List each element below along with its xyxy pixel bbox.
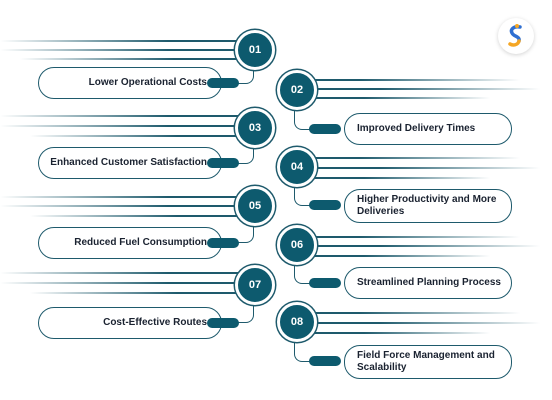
decor-line <box>310 177 490 179</box>
connector-pill <box>207 318 239 328</box>
connector-pill <box>309 200 341 210</box>
step-box-08: Field Force Management and Scalability <box>344 345 512 379</box>
decor-line <box>290 79 520 81</box>
step-number: 07 <box>248 279 262 291</box>
step-box-05: Reduced Fuel Consumption <box>38 227 222 259</box>
brand-logo <box>498 18 534 54</box>
decor-line <box>0 49 240 51</box>
connector-pill <box>207 78 239 88</box>
step-number: 02 <box>290 84 304 96</box>
decor-line <box>0 40 240 42</box>
step-circle-02: 02 <box>277 70 317 110</box>
step-number: 03 <box>248 122 262 134</box>
step-label: Reduced Fuel Consumption <box>74 237 207 248</box>
step-circle-04: 04 <box>277 147 317 187</box>
step-label: Improved Delivery Times <box>357 123 476 134</box>
step-box-06: Streamlined Planning Process <box>344 267 512 299</box>
decor-line <box>0 205 240 207</box>
decor-line <box>290 312 520 314</box>
decor-line <box>290 157 520 159</box>
decor-line <box>310 322 540 324</box>
step-circle-07: 07 <box>235 265 275 305</box>
decor-line <box>30 135 240 137</box>
decor-line <box>0 196 240 198</box>
connector-line <box>294 262 311 284</box>
decor-line <box>30 215 240 217</box>
step-box-07: Cost-Effective Routes <box>38 307 222 339</box>
decor-line <box>310 88 540 90</box>
decor-line <box>0 115 240 117</box>
decor-line <box>310 332 490 334</box>
decor-line <box>0 282 240 284</box>
connector-line <box>237 142 254 164</box>
decor-line <box>20 58 240 60</box>
decor-line <box>30 292 240 294</box>
step-circle-08: 08 <box>277 302 317 342</box>
step-label: Cost-Effective Routes <box>103 317 207 328</box>
step-box-02: Improved Delivery Times <box>344 113 512 145</box>
step-label: Field Force Management and Scalability <box>357 350 495 373</box>
step-label: Enhanced Customer Satisfaction <box>50 157 207 168</box>
connector-pill <box>309 124 341 134</box>
decor-line <box>0 125 240 127</box>
brand-s-logo-icon <box>508 24 522 47</box>
decor-line <box>310 97 490 99</box>
connector-pill <box>207 238 239 248</box>
step-circle-05: 05 <box>235 186 275 226</box>
decor-line <box>310 167 540 169</box>
step-number: 01 <box>248 44 262 56</box>
step-circle-01: 01 <box>235 30 275 70</box>
connector-line <box>237 62 254 84</box>
decor-line <box>310 255 490 257</box>
step-number: 08 <box>290 316 304 328</box>
connector-line <box>237 221 254 243</box>
step-label: Lower Operational Costs <box>88 77 207 88</box>
connector-pill <box>207 158 239 168</box>
step-number: 04 <box>290 161 304 173</box>
step-label: Streamlined Planning Process <box>357 277 501 288</box>
decor-line <box>0 272 240 274</box>
step-box-04: Higher Productivity and More Deliveries <box>344 189 512 223</box>
decor-line <box>310 245 540 247</box>
step-circle-03: 03 <box>235 108 275 148</box>
connector-pill <box>309 278 341 288</box>
step-number: 06 <box>290 239 304 251</box>
connector-line <box>294 338 311 362</box>
step-number: 05 <box>248 200 262 212</box>
step-circle-06: 06 <box>277 225 317 265</box>
connector-line <box>294 106 311 130</box>
step-label: Higher Productivity and More Deliveries <box>357 194 497 217</box>
decor-line <box>290 236 520 238</box>
connector-line <box>294 184 311 206</box>
connector-line <box>237 300 254 323</box>
connector-pill <box>309 356 341 366</box>
step-box-03: Enhanced Customer Satisfaction <box>38 147 222 179</box>
step-box-01: Lower Operational Costs <box>38 67 222 99</box>
